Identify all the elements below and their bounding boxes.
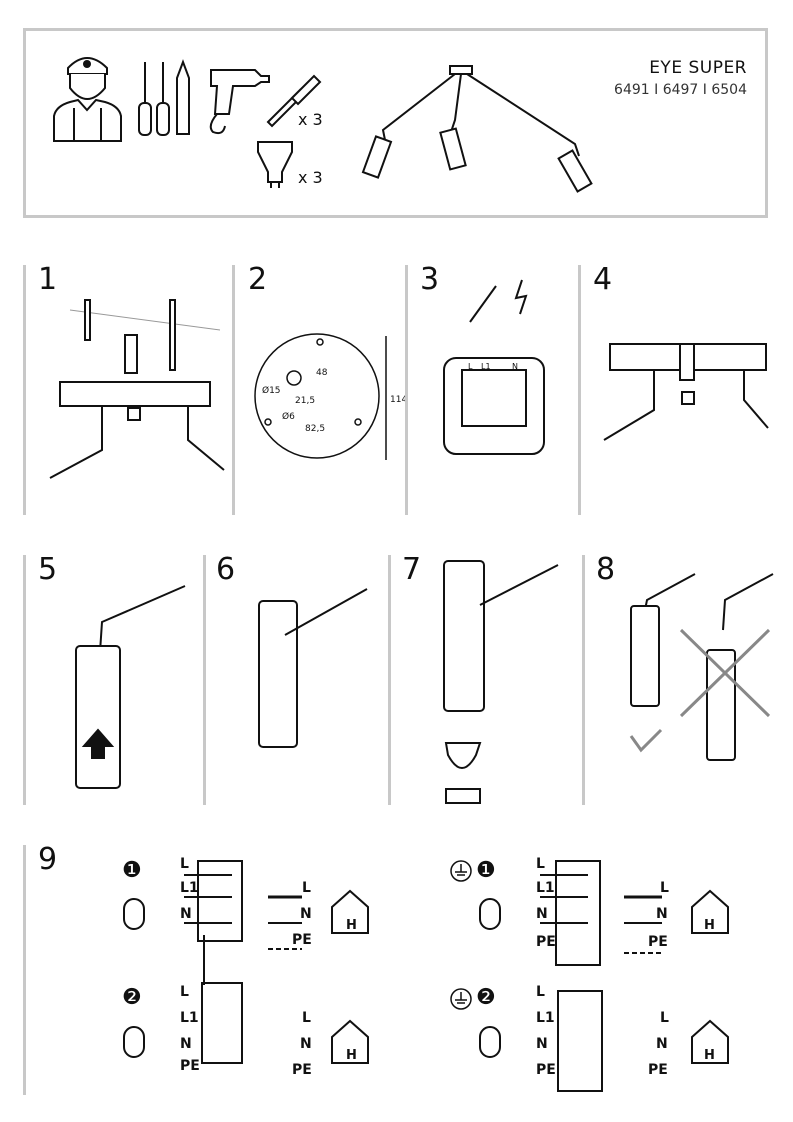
terminal-l-label: L (468, 362, 473, 371)
wire-label-out-l: L (302, 880, 311, 896)
step-number-3: 3 (420, 262, 440, 297)
wire-label-l: L (180, 856, 189, 872)
drill-icon (209, 69, 270, 135)
step5-shade-drawing (75, 585, 186, 789)
step-divider (23, 845, 26, 1095)
wall-plugs-icon (266, 74, 322, 128)
wire-label-out-n: N (300, 906, 312, 922)
step-divider (582, 555, 585, 805)
wire-label-n-2: N (180, 1036, 192, 1052)
house-label-h-2: H (346, 1048, 357, 1063)
wire-label-pe-r2: PE (536, 1062, 556, 1078)
wire-label-n: N (180, 906, 192, 922)
step7-bulb-insert-drawing (443, 560, 559, 804)
wire-label-out-pe-r2: PE (648, 1062, 668, 1078)
step6-shade-drawing (258, 588, 368, 748)
gu10-bulb-icon (257, 141, 293, 188)
terminal-n-label: N (512, 362, 518, 371)
wire-label-out-n-2: N (300, 1036, 312, 1052)
house-label-h: H (346, 918, 357, 933)
step4-canopy-drawing (603, 343, 769, 441)
wire-label-out-n-r: N (656, 906, 668, 922)
dim-d6: Ø6 (282, 412, 295, 422)
step-divider (203, 555, 206, 805)
wire-label-pe-r: PE (536, 934, 556, 950)
step-number-4: 4 (593, 262, 613, 297)
step8-correct-incorrect-drawing (629, 573, 774, 761)
dim-d15: Ø15 (262, 386, 281, 396)
wire-label-n-r2: N (536, 1036, 548, 1052)
step1-ceiling-mount-drawing (49, 299, 225, 479)
wiring-marker-1-right: ❶ (476, 858, 496, 883)
step-divider (232, 265, 235, 515)
wire-label-pe-2: PE (180, 1058, 200, 1074)
dim-48: 48 (316, 368, 328, 378)
step-divider (578, 265, 581, 515)
wiring-marker-1-left: ❶ (122, 858, 142, 883)
wire-label-l-2: L (180, 984, 189, 1000)
wiring-marker-2-left: ❷ (122, 985, 142, 1010)
step-number-7: 7 (402, 552, 422, 587)
header-frame (23, 28, 768, 218)
house-label-h-r: H (704, 918, 715, 933)
wire-label-out-l-r2: L (660, 1010, 669, 1026)
step-divider (405, 265, 408, 515)
product-name: EYE SUPER (649, 58, 747, 78)
wiring-diagram-right (479, 860, 729, 1092)
wiring-marker-2-right: ❷ (476, 985, 496, 1010)
ground-icon-right-bottom (450, 988, 472, 1010)
wire-label-l-r: L (536, 856, 545, 872)
step-divider (23, 555, 26, 805)
wire-label-l1-r2: L1 (536, 1010, 555, 1026)
step-number-2: 2 (248, 262, 268, 297)
wire-label-n-r: N (536, 906, 548, 922)
wire-label-l1: L1 (180, 880, 199, 896)
wire-label-out-pe-2: PE (292, 1062, 312, 1078)
wire-label-out-n-r2: N (656, 1036, 668, 1052)
house-label-h-r2: H (704, 1048, 715, 1063)
dim-114: 114 (390, 395, 408, 405)
step-divider (388, 555, 391, 805)
step-divider (23, 265, 26, 515)
lamp-illustration (361, 65, 593, 193)
step-number-9: 9 (38, 842, 58, 877)
wiring-diagram-left (123, 860, 369, 1064)
wire-label-out-pe-r: PE (648, 934, 668, 950)
bulb-quantity: x 3 (298, 168, 323, 187)
step2-drilling-template (254, 333, 387, 460)
step-number-5: 5 (38, 552, 58, 587)
terminal-l1-label: L1 (481, 362, 491, 371)
plug-quantity: x 3 (298, 110, 323, 129)
wire-label-l1-r: L1 (536, 880, 555, 896)
screwdrivers-icon (138, 59, 190, 136)
wire-label-out-pe: PE (292, 932, 312, 948)
wire-label-l-r2: L (536, 984, 545, 1000)
step-number-6: 6 (216, 552, 236, 587)
wire-label-out-l-2: L (302, 1010, 311, 1026)
step-number-1: 1 (38, 262, 58, 297)
wire-label-l1-2: L1 (180, 1010, 199, 1026)
step-number-8: 8 (596, 552, 616, 587)
installer-icon (53, 57, 122, 142)
ground-icon-right-top (450, 860, 472, 882)
dim-21-5: 21,5 (295, 396, 316, 406)
step3-terminal-block (443, 279, 545, 455)
dim-82-5: 82,5 (305, 424, 326, 434)
product-codes: 6491 I 6497 I 6504 (614, 82, 747, 98)
wire-label-out-l-r: L (660, 880, 669, 896)
